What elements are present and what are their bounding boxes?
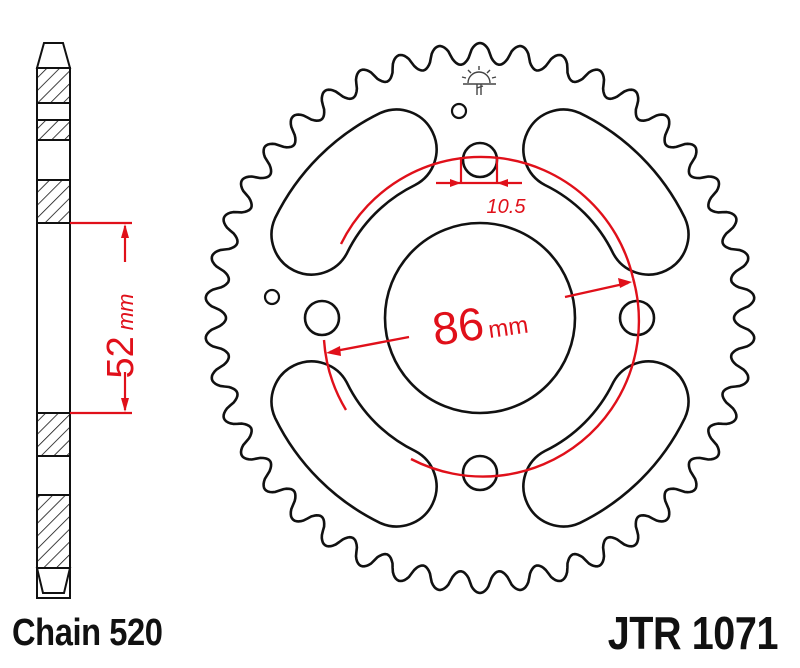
side-profile-view — [35, 42, 72, 599]
bolt-hole-left — [303, 299, 341, 337]
lightening-slot — [270, 108, 438, 276]
offset-value-label: 52mm — [100, 294, 142, 379]
bolt-hole-top — [461, 141, 499, 179]
chain-size-label: Chain 520 — [12, 612, 163, 654]
center-bore — [383, 221, 577, 415]
bolt-hole-dimension — [436, 157, 522, 187]
bolt-hole-right — [618, 299, 656, 337]
pcd-dimension — [322, 155, 641, 478]
offset-dimension — [70, 221, 132, 415]
sprocket-teeth-outline — [204, 41, 756, 595]
bore-diameter-label: 86mm — [429, 291, 530, 356]
lightening-slot — [522, 360, 690, 528]
lightening-slot — [522, 108, 690, 276]
lightening-slots — [270, 108, 690, 528]
lightening-slot — [270, 360, 438, 528]
bolt-hole-size-label: 10.5 — [487, 196, 527, 218]
locator-hole-left — [263, 288, 281, 306]
part-number-label: JTR 1071 — [607, 607, 779, 659]
pcd-leader-lines — [326, 278, 632, 356]
locator-hole-top — [450, 102, 468, 120]
sprocket-front-view — [204, 41, 756, 595]
sun-logo-icon — [461, 66, 497, 95]
bolt-hole-bottom — [461, 454, 499, 492]
locator-holes — [263, 102, 468, 306]
